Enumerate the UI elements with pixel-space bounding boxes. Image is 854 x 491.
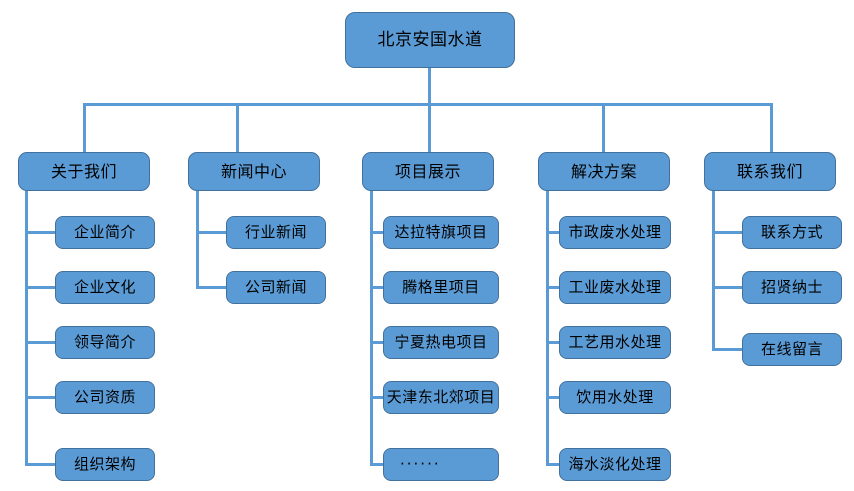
branch-node-1[interactable]: 关于我们 — [18, 152, 150, 191]
leaf-node-2-1[interactable]: 行业新闻 — [226, 216, 326, 249]
branch-node-4-label: 解决方案 — [570, 161, 637, 181]
connector-branch-1-spine — [25, 191, 28, 466]
branch-node-1-label: 关于我们 — [50, 161, 117, 181]
connector-branch-5-spine — [712, 191, 715, 351]
branch-node-2-label: 新闻中心 — [220, 161, 287, 181]
leaf-node-4-2[interactable]: 工业废水处理 — [559, 271, 671, 304]
leaf-node-3-4[interactable]: 天津东北郊项目 — [383, 381, 499, 414]
connector-branch-2-spine — [196, 191, 199, 289]
leaf-node-3-3[interactable]: 宁夏热电项目 — [383, 326, 499, 359]
connector-branch-4-child-2 — [546, 286, 562, 289]
connector-branch-4-child-1 — [546, 231, 562, 234]
leaf-node-3-2[interactable]: 腾格里项目 — [383, 271, 499, 304]
connector-branch-1-drop — [83, 103, 86, 153]
connector-branch-4-child-3 — [546, 341, 562, 344]
leaf-node-3-1[interactable]: 达拉特旗项目 — [383, 216, 499, 249]
connector-branch-2-child-2 — [196, 286, 228, 289]
leaf-node-5-1[interactable]: 联系方式 — [742, 216, 842, 249]
connector-level2-bus — [83, 103, 772, 106]
connector-branch-3-child-5 — [370, 463, 386, 466]
leaf-node-1-2-label: 企业文化 — [73, 278, 136, 296]
leaf-node-5-3-label: 在线留言 — [760, 340, 823, 358]
leaf-node-5-2[interactable]: 招贤纳士 — [742, 271, 842, 304]
connector-branch-4-spine — [546, 191, 549, 466]
leaf-node-4-5[interactable]: 海水淡化处理 — [559, 448, 671, 481]
connector-branch-1-child-1 — [25, 231, 57, 234]
leaf-node-1-3-label: 领导简介 — [73, 333, 136, 351]
leaf-node-3-2-label: 腾格里项目 — [402, 278, 480, 296]
leaf-node-3-4-label: 天津东北郊项目 — [386, 388, 496, 406]
connector-branch-3-drop — [428, 103, 431, 153]
leaf-node-4-1[interactable]: 市政废水处理 — [559, 216, 671, 249]
leaf-node-3-3-label: 宁夏热电项目 — [394, 333, 488, 351]
leaf-node-1-2[interactable]: 企业文化 — [55, 271, 155, 304]
connector-branch-1-child-4 — [25, 396, 57, 399]
leaf-node-2-2-label: 公司新闻 — [244, 278, 307, 296]
connector-branch-3-child-4 — [370, 396, 386, 399]
leaf-node-1-3[interactable]: 领导简介 — [55, 326, 155, 359]
leaf-node-3-1-label: 达拉特旗项目 — [394, 223, 488, 241]
connector-branch-3-child-2 — [370, 286, 386, 289]
branch-node-4[interactable]: 解决方案 — [538, 152, 670, 191]
branch-node-2[interactable]: 新闻中心 — [188, 152, 320, 191]
leaf-node-1-1-label: 企业简介 — [73, 223, 136, 241]
leaf-node-5-1-label: 联系方式 — [760, 223, 823, 241]
connector-branch-3-spine — [370, 191, 373, 466]
leaf-node-4-4-label: 饮用水处理 — [576, 388, 654, 406]
leaf-node-4-3-label: 工艺用水处理 — [568, 333, 662, 351]
connector-branch-2-drop — [236, 103, 239, 153]
connector-branch-4-child-5 — [546, 463, 562, 466]
root-node[interactable]: 北京安国水道 — [345, 12, 515, 68]
connector-root-stem — [428, 68, 431, 104]
connector-branch-3-child-3 — [370, 341, 386, 344]
leaf-node-4-2-label: 工业废水处理 — [568, 278, 662, 296]
branch-node-5[interactable]: 联系我们 — [704, 152, 836, 191]
leaf-node-3-5-label: ······ — [400, 455, 441, 473]
connector-branch-4-drop — [602, 103, 605, 153]
connector-branch-5-drop — [770, 103, 773, 153]
connector-branch-5-child-3 — [712, 348, 744, 351]
branch-node-5-label: 联系我们 — [736, 161, 803, 181]
leaf-node-3-5-ellipsis[interactable]: ······ — [383, 448, 499, 481]
leaf-node-1-4-label: 公司资质 — [73, 388, 136, 406]
leaf-node-1-4[interactable]: 公司资质 — [55, 381, 155, 414]
leaf-node-4-1-label: 市政废水处理 — [568, 223, 662, 241]
connector-branch-5-child-2 — [712, 286, 744, 289]
leaf-node-1-1[interactable]: 企业简介 — [55, 216, 155, 249]
leaf-node-4-3[interactable]: 工艺用水处理 — [559, 326, 671, 359]
connector-branch-1-child-2 — [25, 286, 57, 289]
connector-branch-3-child-1 — [370, 231, 386, 234]
leaf-node-5-3[interactable]: 在线留言 — [742, 333, 842, 366]
branch-node-3-label: 项目展示 — [394, 161, 461, 181]
leaf-node-4-4[interactable]: 饮用水处理 — [559, 381, 671, 414]
connector-branch-4-child-4 — [546, 396, 562, 399]
leaf-node-2-1-label: 行业新闻 — [244, 223, 307, 241]
connector-branch-2-child-1 — [196, 231, 228, 234]
branch-node-3[interactable]: 项目展示 — [362, 152, 494, 191]
leaf-node-2-2[interactable]: 公司新闻 — [226, 271, 326, 304]
connector-branch-1-child-3 — [25, 341, 57, 344]
connector-branch-5-child-1 — [712, 231, 744, 234]
connector-branch-1-child-5 — [25, 463, 57, 466]
leaf-node-1-5-label: 组织架构 — [73, 455, 136, 473]
leaf-node-5-2-label: 招贤纳士 — [760, 278, 823, 296]
leaf-node-1-5[interactable]: 组织架构 — [55, 448, 155, 481]
root-node-label: 北京安国水道 — [377, 29, 483, 50]
leaf-node-4-5-label: 海水淡化处理 — [568, 455, 662, 473]
